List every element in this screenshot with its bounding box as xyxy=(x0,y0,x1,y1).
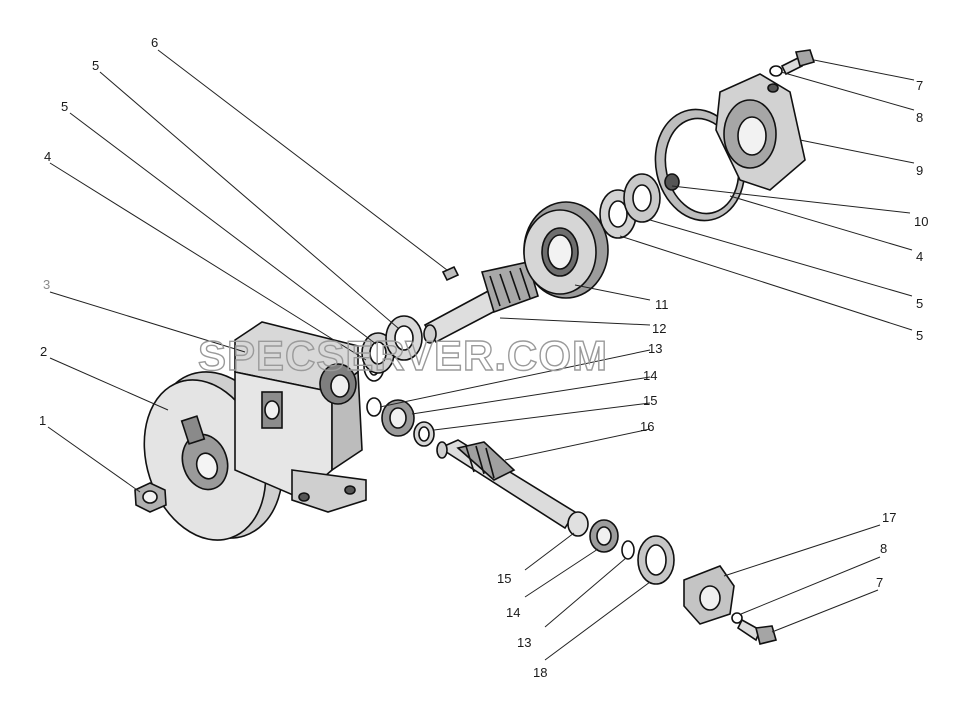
callout-5: 5 xyxy=(916,296,923,311)
leader-1 xyxy=(47,426,141,493)
leader-4a xyxy=(49,162,367,361)
leader-7b xyxy=(771,589,879,633)
leader-lines xyxy=(47,49,915,661)
leader-5d xyxy=(619,235,913,331)
part-bolt-7-bottom xyxy=(736,618,777,645)
leader-14a xyxy=(411,376,651,415)
callout-2: 2 xyxy=(40,344,47,359)
callout-1: 1 xyxy=(39,413,46,428)
callout-5: 5 xyxy=(916,328,923,343)
leader-5b xyxy=(69,112,377,345)
callout-4: 4 xyxy=(916,249,923,264)
part-splined-shaft xyxy=(423,261,539,344)
leader-2 xyxy=(49,357,169,411)
callout-6: 6 xyxy=(151,35,158,50)
leader-15b xyxy=(524,532,575,571)
part-washer-8-bottom xyxy=(731,612,743,624)
part-ring-15-upper xyxy=(413,421,435,447)
callout-8: 8 xyxy=(916,110,923,125)
part-circlip-13-lower xyxy=(621,540,635,560)
callout-5: 5 xyxy=(61,99,68,114)
callout-15: 15 xyxy=(497,571,511,586)
leader-8b xyxy=(740,556,881,615)
callout-5: 5 xyxy=(92,58,99,73)
callout-13: 13 xyxy=(648,341,662,356)
callout-3: 3 xyxy=(43,277,50,292)
leader-3 xyxy=(49,291,246,353)
part-housing xyxy=(234,321,367,513)
callout-16: 16 xyxy=(640,419,654,434)
callout-12: 12 xyxy=(652,321,666,336)
leader-17 xyxy=(723,524,881,577)
part-bolt-7-top xyxy=(780,49,816,76)
callout-4: 4 xyxy=(44,149,51,164)
leader-13a xyxy=(379,349,651,408)
leader-5c xyxy=(649,219,913,297)
part-key xyxy=(441,265,460,282)
callout-10: 10 xyxy=(914,214,928,229)
callout-14: 14 xyxy=(506,605,520,620)
callout-13: 13 xyxy=(517,635,531,650)
part-gear xyxy=(523,201,609,299)
leader-14b xyxy=(524,548,599,598)
part-circlip-13-upper xyxy=(366,397,382,417)
callout-15: 15 xyxy=(643,393,657,408)
leader-8a xyxy=(780,71,915,111)
callout-8: 8 xyxy=(880,541,887,556)
leader-15a xyxy=(433,402,651,431)
part-bearing-14-lower xyxy=(589,519,619,553)
callout-14: 14 xyxy=(643,368,657,383)
part-washer-8-top xyxy=(769,65,783,77)
part-gasket-small xyxy=(637,535,675,585)
callout-labels: 6 5 5 4 3 2 1 7 8 9 10 4 5 5 11 12 13 14… xyxy=(39,35,928,680)
part-ring-15-lower xyxy=(567,511,589,537)
leader-13b xyxy=(544,557,627,628)
leader-18 xyxy=(544,581,651,661)
part-gasket xyxy=(654,108,746,222)
callout-9: 9 xyxy=(916,163,923,178)
leader-16 xyxy=(504,428,651,461)
part-end-cap xyxy=(683,565,735,625)
part-washer-5-right-b xyxy=(623,173,661,223)
leader-9 xyxy=(799,139,915,164)
leader-6 xyxy=(157,49,448,271)
leader-10 xyxy=(671,185,911,214)
part-flange-cover xyxy=(715,73,806,191)
leader-4b xyxy=(729,195,913,251)
callout-18: 18 xyxy=(533,665,547,680)
leader-11 xyxy=(574,284,651,301)
part-worm-shaft xyxy=(436,439,577,530)
callout-17: 17 xyxy=(882,510,896,525)
leader-7a xyxy=(813,59,915,81)
callout-7: 7 xyxy=(876,575,883,590)
leader-12 xyxy=(499,317,651,326)
part-nut xyxy=(134,482,167,513)
callout-11: 11 xyxy=(655,297,669,312)
leader-5a xyxy=(99,71,399,329)
watermark-text: SPECSERVER.COM xyxy=(198,332,608,379)
callout-7: 7 xyxy=(916,78,923,93)
part-washer-5-left-b xyxy=(385,315,423,361)
part-bearing-14-upper xyxy=(381,399,415,437)
